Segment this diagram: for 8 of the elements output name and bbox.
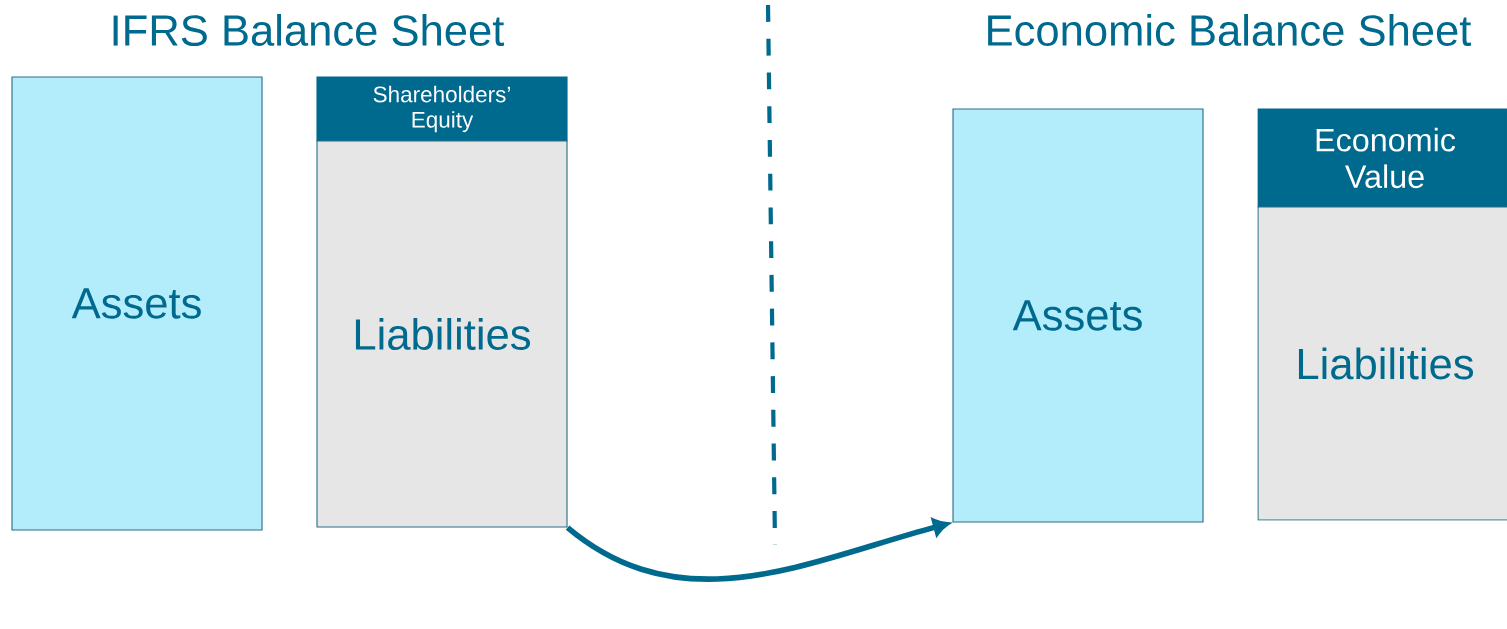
sheet-title: IFRS Balance Sheet	[113, 14, 505, 46]
liability-box: Liabilities	[1257, 206, 1507, 521]
asset-box: Assets	[11, 76, 263, 531]
equity-band: Economic Value	[1257, 108, 1507, 208]
liability-box: Liabilities	[316, 140, 568, 528]
asset-box: Assets	[952, 108, 1204, 523]
equity-band: Shareholders’ Equity	[316, 76, 568, 142]
sheet-title: Economic Balance Sheet	[988, 14, 1472, 46]
